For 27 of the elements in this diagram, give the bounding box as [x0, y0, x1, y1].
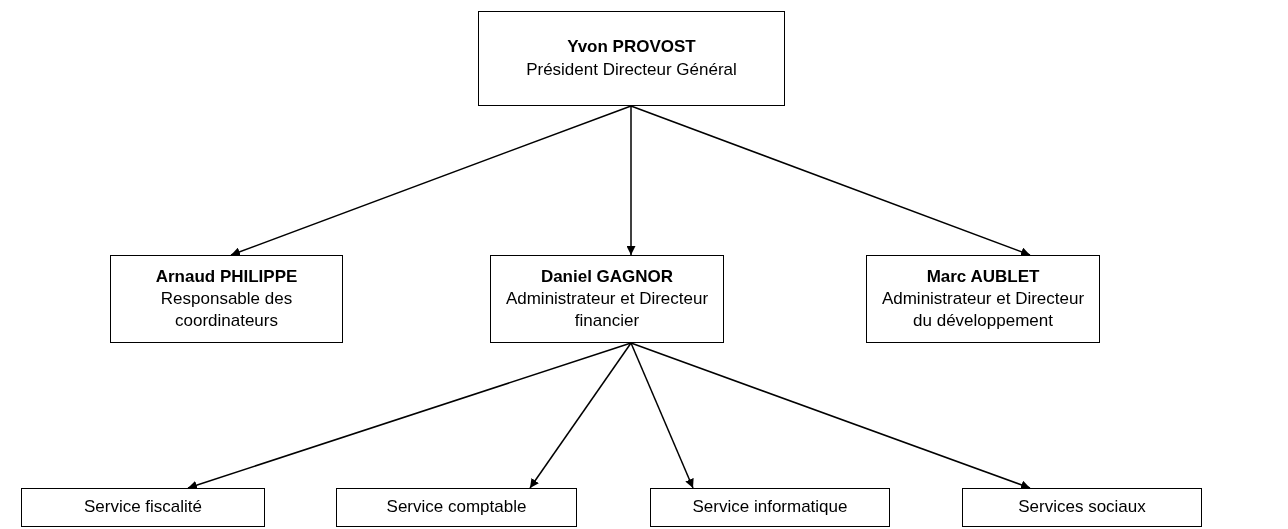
person-name: Marc AUBLET: [926, 265, 1040, 288]
person-name: Daniel GAGNOR: [540, 265, 674, 288]
org-box: [21, 488, 265, 527]
org-box: [962, 488, 1202, 527]
job-title: Administrateur et Directeur du développement: [880, 287, 1086, 333]
department-name: Services sociaux: [1018, 496, 1146, 519]
arrow: [630, 105, 1031, 257]
job-title: Administrateur et Directeur financier: [504, 287, 710, 333]
arrow: [187, 342, 632, 490]
org-box: [110, 255, 343, 343]
org-box: [478, 11, 785, 106]
department-name: Service informatique: [692, 496, 848, 519]
org-box: [336, 488, 577, 527]
department-name: Service comptable: [386, 496, 527, 519]
arrow: [630, 342, 1031, 490]
job-title: Responsable des coordinateurs: [159, 287, 294, 333]
org-box: [650, 488, 890, 527]
person-name: Yvon PROVOST: [567, 36, 696, 59]
arrow: [626, 105, 636, 256]
org-box: [866, 255, 1100, 343]
person-name: Arnaud PHILIPPE: [155, 265, 298, 288]
department-name: Service fiscalité: [83, 496, 203, 519]
org-box: [490, 255, 724, 343]
arrow: [230, 105, 632, 257]
arrow: [630, 342, 694, 489]
job-title: Président Directeur Général: [526, 58, 737, 81]
arrow: [529, 342, 632, 489]
